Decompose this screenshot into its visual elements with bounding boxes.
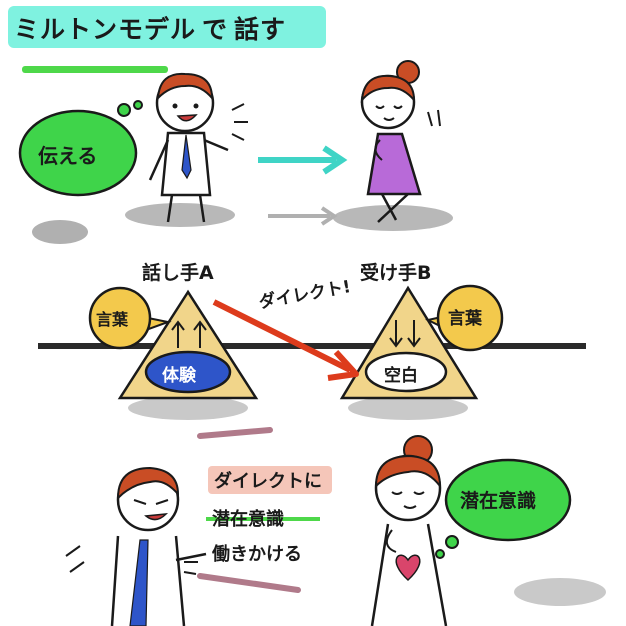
listener-shadow (333, 205, 453, 231)
heart-icon (395, 554, 421, 582)
note-highlight (208, 466, 332, 494)
listener-b-figure (360, 60, 441, 223)
subconscious-shadow (514, 578, 606, 606)
title-highlight (8, 6, 326, 48)
word-text-right: 言葉 (448, 309, 482, 329)
sub-bubble-dot-small (435, 549, 445, 559)
note-line-1: ダイレクトに (214, 471, 322, 492)
bubble-shadow (32, 220, 88, 244)
title-particle: で (202, 15, 229, 44)
subconscious-bubble (444, 458, 572, 542)
direct-arrow (212, 299, 352, 373)
speaker-shadow (125, 203, 235, 227)
note-top-line (197, 427, 273, 439)
sub-bubble-dot-large (445, 535, 459, 549)
note-line-2: 潜在意識 (212, 509, 284, 530)
blank-text: 空白 (384, 366, 418, 386)
bubble-dot-large (117, 103, 131, 117)
pyramid-b-shadow (348, 396, 468, 420)
word-text-left: 言葉 (96, 310, 129, 329)
pyramid-a (117, 289, 259, 400)
note-bottom-line (197, 573, 301, 593)
title-main: ミルトンモデル (14, 15, 197, 44)
word-bubble-left (88, 286, 152, 350)
gray-arrowhead (320, 206, 338, 226)
page-title: ミルトンモデルで話す (14, 10, 286, 46)
baseline-bar (38, 343, 586, 349)
listener-b-bottom-figure (370, 435, 448, 626)
speaker-a-figure (148, 72, 248, 223)
pyramid-a-shadow (128, 396, 248, 420)
listener-label: 受け手B (360, 262, 432, 284)
title-underline (22, 66, 168, 73)
convey-bubble (18, 109, 138, 197)
note-line-3: 働きかける (212, 544, 302, 565)
word-bubble-right (436, 284, 504, 352)
speaker-a-bottom-figure (65, 466, 207, 626)
title-verb: 話す (234, 15, 287, 44)
experience-text: 体験 (162, 366, 196, 386)
bubble-dot-small (133, 100, 143, 110)
direct-arrowhead (327, 349, 359, 381)
convey-text: 伝える (38, 144, 98, 168)
speaker-label: 話し手A (142, 262, 214, 284)
subconscious-text: 潜在意識 (460, 490, 537, 512)
cyan-arrowhead (322, 145, 348, 175)
pyramid-b (339, 285, 479, 400)
